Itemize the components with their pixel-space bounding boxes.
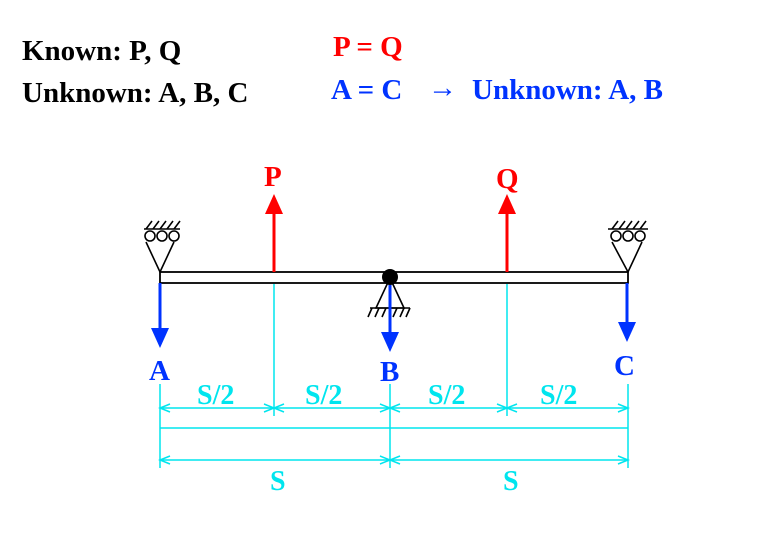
roller-support-left-icon bbox=[144, 220, 181, 274]
reaction-c-arrow bbox=[618, 283, 636, 342]
dim-label-qc: S/2 bbox=[540, 380, 577, 411]
arrowhead-icon bbox=[157, 403, 171, 413]
dim-label-ab: S bbox=[270, 466, 286, 497]
hinge-icon bbox=[382, 269, 398, 285]
p-equals-q-text: P = Q bbox=[333, 31, 403, 63]
a-equals-c-text: A = C bbox=[331, 74, 402, 106]
reaction-c-label: C bbox=[614, 350, 635, 382]
arrowhead-icon bbox=[387, 403, 401, 413]
load-q-arrow bbox=[498, 194, 516, 272]
load-p-arrow bbox=[265, 194, 283, 272]
dimension-lines bbox=[157, 284, 631, 468]
reaction-a-label: A bbox=[149, 355, 170, 387]
arrowhead-icon bbox=[504, 403, 518, 413]
implies-arrow-icon: → bbox=[428, 72, 457, 104]
known-text: Known: P, Q bbox=[22, 35, 181, 67]
dim-label-pb: S/2 bbox=[305, 380, 342, 411]
reaction-b-label: B bbox=[380, 356, 399, 388]
dim-label-bc: S bbox=[503, 466, 519, 497]
result-unknowns-text: Unknown: A, B bbox=[472, 74, 663, 106]
load-q-label: Q bbox=[496, 163, 519, 195]
load-p-label: P bbox=[264, 161, 282, 193]
arrowhead-icon bbox=[271, 403, 285, 413]
dim-label-bq: S/2 bbox=[428, 380, 465, 411]
reaction-b-arrow bbox=[381, 285, 399, 352]
unknown-text: Unknown: A, B, C bbox=[22, 77, 248, 109]
reaction-a-arrow bbox=[151, 283, 169, 348]
arrowhead-icon bbox=[387, 455, 401, 465]
arrowhead-icon bbox=[617, 403, 631, 413]
roller-support-right-icon bbox=[608, 220, 648, 274]
dim-label-ap: S/2 bbox=[197, 380, 234, 411]
arrowhead-icon bbox=[617, 455, 631, 465]
arrowhead-icon bbox=[157, 455, 171, 465]
